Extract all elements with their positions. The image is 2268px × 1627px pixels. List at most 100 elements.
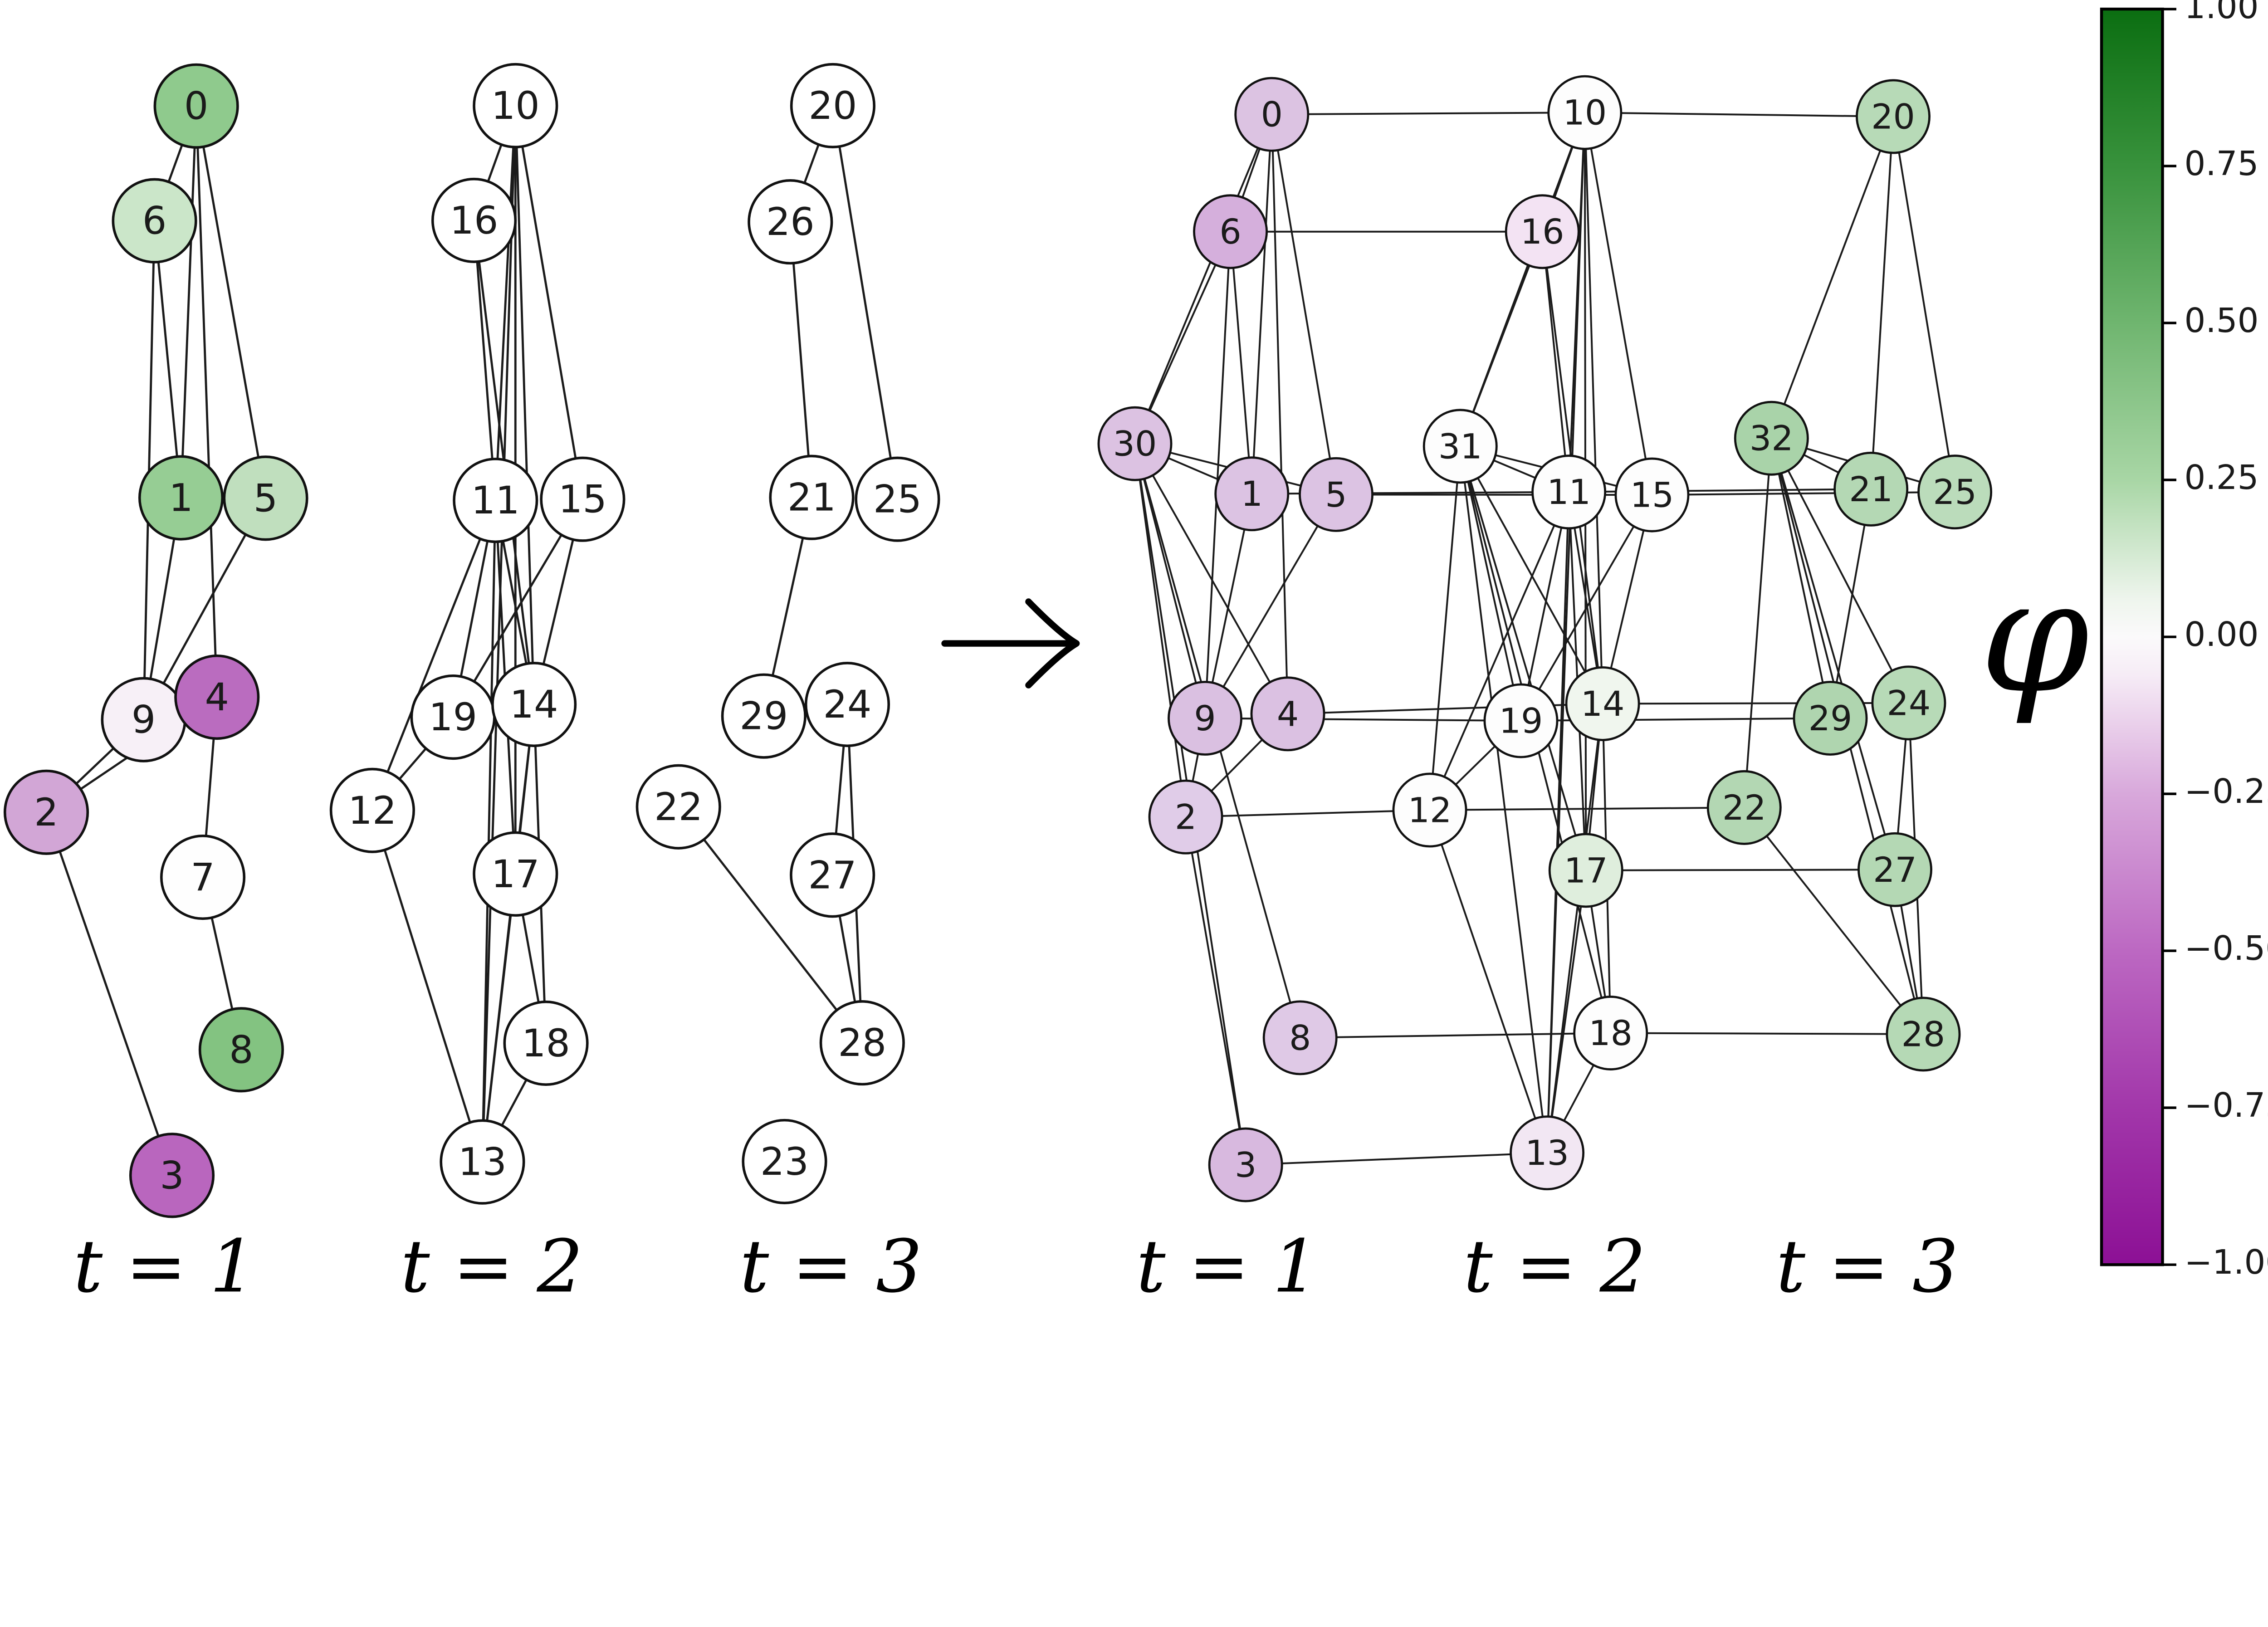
graph-edge-31-13 (1459, 446, 1548, 1153)
graph-node-t1-6 (112, 178, 197, 264)
graph-edge-1-9 (1204, 493, 1253, 718)
graph-node-label-supra-18: 18 (1589, 1013, 1633, 1053)
colorbar-tick-label: 1.00 (2185, 0, 2259, 26)
graph-edge-0-5 (195, 106, 267, 498)
graph-node-label-t1-9: 9 (132, 698, 156, 742)
graph-node-supra-8 (1262, 1000, 1338, 1075)
graph-node-label-t1-2: 2 (34, 790, 58, 835)
graph-node-label-supra-12: 12 (1408, 790, 1452, 830)
graph-edge-30-9 (1134, 443, 1206, 718)
colorbar-tick-label: 0.00 (2185, 616, 2259, 654)
graph-node-supra-27 (1857, 832, 1932, 907)
graph-node-t1-7 (160, 835, 246, 920)
graph-node-supra-5 (1299, 457, 1374, 532)
colorbar-tick-label: 0.50 (2185, 302, 2259, 340)
axis-label-left-t3: t = 3 (740, 1224, 922, 1302)
graph-edge-15-25 (1652, 491, 1955, 496)
graph-node-label-t2-14: 14 (510, 682, 558, 727)
graph-node-t3-29 (721, 673, 807, 759)
colorbar: 1.000.750.500.250.00−0.25−0.50−0.75−1.00 (2100, 0, 2268, 1282)
graph-node-label-t3-20: 20 (808, 83, 857, 128)
graph-node-t3-21 (769, 454, 855, 540)
graph-edge-11-12 (1429, 491, 1570, 811)
graph-edge-32-22 (1743, 438, 1773, 808)
graph-node-label-supra-14: 14 (1581, 684, 1625, 724)
graph-edge-10-15 (1584, 112, 1653, 495)
graph-node-t3-27 (790, 832, 875, 918)
graph-node-supra-17 (1548, 833, 1623, 908)
graph-node-label-supra-17: 17 (1564, 850, 1608, 890)
graph-edge-17-13 (481, 874, 517, 1162)
graph-supra-edges (1134, 112, 1956, 1166)
graph-node-t2-13 (440, 1119, 525, 1205)
graph-node-label-t1-4: 4 (205, 675, 229, 719)
graph-node-t1-2 (3, 769, 89, 855)
graph-edge-15-19 (1520, 494, 1653, 722)
axis-label-right-t2: t = 2 (1463, 1224, 1646, 1302)
graph-node-label-supra-1: 1 (1241, 474, 1263, 514)
graph-edge-6-1 (1229, 231, 1253, 494)
graph-node-supra-32 (1734, 401, 1809, 476)
graph-node-supra-19 (1483, 683, 1559, 758)
graph-node-label-supra-15: 15 (1630, 475, 1674, 515)
graph-node-supra-10 (1547, 75, 1623, 150)
axis-label-right-t3: t = 3 (1776, 1224, 1959, 1302)
graph-node-label-t1-8: 8 (229, 1027, 253, 1072)
graph-edge-30-2 (1134, 443, 1187, 817)
graph-node-t1-0 (153, 63, 239, 149)
graph-node-label-supra-5: 5 (1325, 474, 1347, 515)
graph-node-label-supra-25: 25 (1933, 472, 1977, 512)
graph-edge-10-14 (1584, 112, 1604, 704)
graph-node-label-t3-23: 23 (760, 1139, 809, 1184)
graph-edge-8-18 (1300, 1032, 1611, 1039)
graph-node-t2-12 (329, 767, 415, 853)
graph-node-supra-0 (1234, 77, 1310, 152)
graph-node-t3-24 (804, 661, 890, 748)
graph-node-label-t1-0: 0 (184, 84, 208, 128)
graph-node-t3-23 (742, 1119, 827, 1204)
graph-edge-6-9 (1204, 231, 1232, 718)
graph-edge-0-1 (180, 106, 198, 498)
graph-edge-10-14 (514, 105, 535, 705)
graph-edge-31-12 (1429, 446, 1461, 811)
graph-edge-18-28 (1610, 1032, 1923, 1035)
graph-node-label-t1-1: 1 (169, 476, 193, 520)
graph-t2-edges (371, 105, 584, 1163)
graph-node-label-supra-30: 30 (1113, 424, 1157, 464)
graph-node-label-supra-8: 8 (1289, 1017, 1311, 1058)
graph-edge-31-16 (1459, 231, 1544, 447)
graph-node-label-t1-7: 7 (191, 855, 215, 899)
graph-node-t2-16 (431, 177, 517, 263)
graph-edge-20-21 (1870, 116, 1894, 489)
graph-node-t2-18 (503, 1000, 589, 1086)
graph-edge-30-6 (1134, 231, 1232, 445)
graph-edge-17-13 (1546, 870, 1587, 1153)
graph-edge-2-12 (1186, 809, 1430, 818)
graph-edge-11-21 (1569, 488, 1871, 493)
graph-node-t3-28 (819, 1000, 905, 1086)
graph-node-label-t3-29: 29 (739, 694, 788, 738)
graph-node-t1-3 (129, 1133, 215, 1218)
graph-node-t2-11 (453, 458, 538, 543)
graph-node-supra-20 (1856, 79, 1931, 154)
graph-edge-10-11 (494, 105, 517, 501)
graph-node-label-supra-16: 16 (1520, 211, 1564, 252)
colorbar-tick-label: 0.25 (2185, 459, 2259, 497)
graph-edge-11-13 (481, 500, 497, 1162)
axis-label-left-t1: t = 1 (73, 1224, 256, 1302)
graph-node-t1-4 (174, 654, 260, 740)
graph-node-label-supra-9: 9 (1194, 698, 1216, 738)
graph-edge-10-13 (481, 105, 517, 1162)
graph-edge-0-5 (1271, 114, 1337, 495)
colorbar-tick-label: 0.75 (2185, 145, 2259, 183)
graph-node-label-supra-4: 4 (1277, 694, 1299, 734)
graph-edge-2-3 (1185, 816, 1247, 1165)
graph-node-label-t2-17: 17 (491, 852, 540, 896)
graph-edge-0-4 (195, 106, 218, 698)
graph-node-label-t2-10: 10 (491, 83, 540, 128)
graph-edge-16-11 (473, 220, 497, 501)
